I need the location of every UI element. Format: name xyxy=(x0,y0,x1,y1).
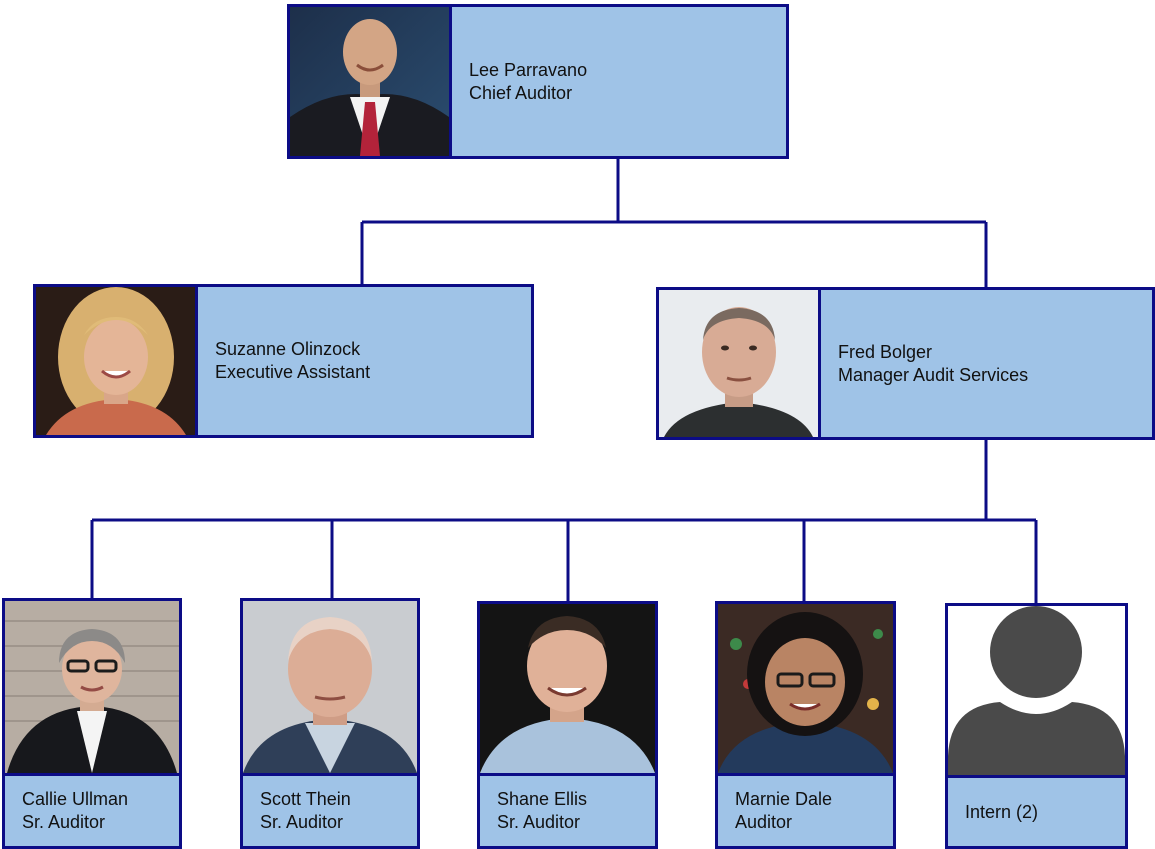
headshot-photo-suzanne-olinzock xyxy=(36,287,198,435)
org-node-executive-assistant[interactable]: Suzanne Olinzock Executive Assistant xyxy=(33,284,534,438)
intern-text: Intern (2) xyxy=(948,778,1125,846)
staff-4-name: Marnie Dale xyxy=(735,789,833,809)
headshot-photo-scott-thein xyxy=(243,601,417,776)
staff-3-name: Shane Ellis xyxy=(497,789,588,809)
staff-2-text: Scott Thein Sr. Auditor xyxy=(243,776,417,846)
staff-1-text: Callie Ullman Sr. Auditor xyxy=(5,776,179,846)
headshot-photo-marnie-dale xyxy=(718,604,893,776)
executive-assistant-text: Suzanne Olinzock Executive Assistant xyxy=(198,287,531,435)
staff-3-title: Sr. Auditor xyxy=(497,812,581,832)
staff-1-name: Callie Ullman xyxy=(22,789,129,809)
org-node-staff-2[interactable]: Scott Thein Sr. Auditor xyxy=(240,598,420,849)
org-node-staff-3[interactable]: Shane Ellis Sr. Auditor xyxy=(477,601,658,849)
manager-title: Manager Audit Services xyxy=(838,364,1029,385)
manager-audit-services-text: Fred Bolger Manager Audit Services xyxy=(821,290,1152,437)
executive-assistant-name: Suzanne Olinzock xyxy=(215,339,361,359)
org-node-staff-4[interactable]: Marnie Dale Auditor xyxy=(715,601,896,849)
chief-auditor-name: Lee Parravano xyxy=(469,59,588,80)
chief-auditor-title: Chief Auditor xyxy=(469,82,573,103)
headshot-photo-shane-ellis xyxy=(480,604,655,776)
staff-2-title: Sr. Auditor xyxy=(260,812,344,832)
person-placeholder-icon xyxy=(948,606,1125,778)
staff-3-text: Shane Ellis Sr. Auditor xyxy=(480,776,655,846)
staff-4-text: Marnie Dale Auditor xyxy=(718,776,893,846)
executive-assistant-title: Executive Assistant xyxy=(215,362,371,382)
headshot-photo-fred-bolger xyxy=(659,290,821,437)
chief-auditor-text: Lee Parravano Chief Auditor xyxy=(452,7,786,156)
staff-4-title: Auditor xyxy=(735,812,793,832)
intern-label: Intern (2) xyxy=(965,801,1039,822)
headshot-photo-lee-parravano xyxy=(290,7,452,156)
org-node-intern[interactable]: Intern (2) xyxy=(945,603,1128,849)
manager-name: Fred Bolger xyxy=(838,341,933,362)
staff-2-name: Scott Thein xyxy=(260,789,351,809)
org-node-manager-audit-services[interactable]: Fred Bolger Manager Audit Services xyxy=(656,287,1155,440)
org-node-staff-1[interactable]: Callie Ullman Sr. Auditor xyxy=(2,598,182,849)
staff-1-title: Sr. Auditor xyxy=(22,812,106,832)
org-node-chief-auditor[interactable]: Lee Parravano Chief Auditor xyxy=(287,4,789,159)
headshot-photo-callie-ullman xyxy=(5,601,179,776)
